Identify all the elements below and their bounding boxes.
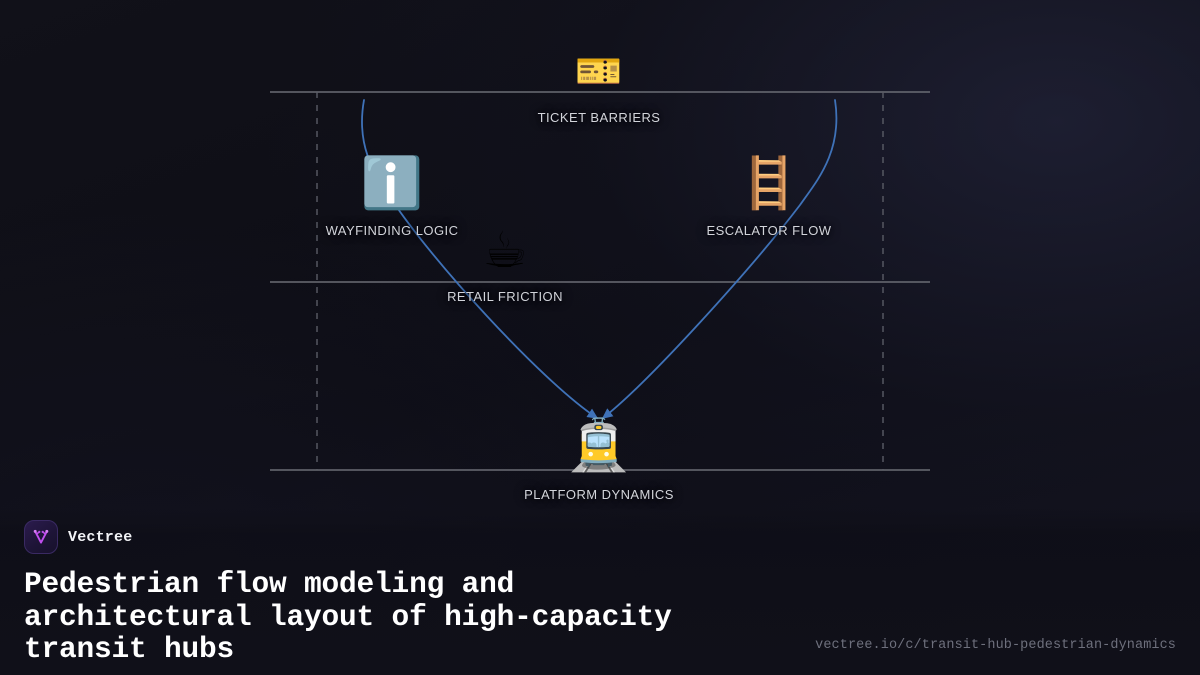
slide-footer: Vectree Pedestrian flow modeling and arc… [0, 508, 1200, 675]
page-title: Pedestrian flow modeling and architectur… [24, 567, 672, 666]
source-url: vectree.io/c/transit-hub-pedestrian-dyna… [815, 638, 1176, 653]
ticket-icon: 🎫 [575, 49, 623, 93]
node-label-wayfinding-logic: WAYFINDING LOGIC [325, 223, 459, 238]
node-label-platform-dynamics: PLATFORM DYNAMICS [524, 487, 674, 502]
vectree-tree-logo [24, 520, 58, 554]
flow-right [601, 99, 838, 419]
node-label-retail-friction: RETAIL FRICTION [447, 289, 563, 304]
brand-lockup: Vectree [24, 508, 1176, 554]
node-label-ticket-barriers: TICKET BARRIERS [537, 110, 661, 125]
tram-car-icon: 🚊 [567, 416, 631, 474]
flow-lines [361, 99, 838, 419]
node-label-escalator-flow: ESCALATOR FLOW [706, 223, 832, 238]
hot-beverage-icon: ☕ [482, 221, 528, 279]
flow-left [361, 99, 599, 419]
vectree-logo-glyph [33, 529, 49, 544]
section-rules [270, 91, 930, 471]
section-guides [316, 92, 884, 470]
brand-name: Vectree [68, 528, 133, 546]
information-icon: ℹ️ [360, 154, 424, 212]
ladder-icon: 🪜 [737, 154, 801, 212]
